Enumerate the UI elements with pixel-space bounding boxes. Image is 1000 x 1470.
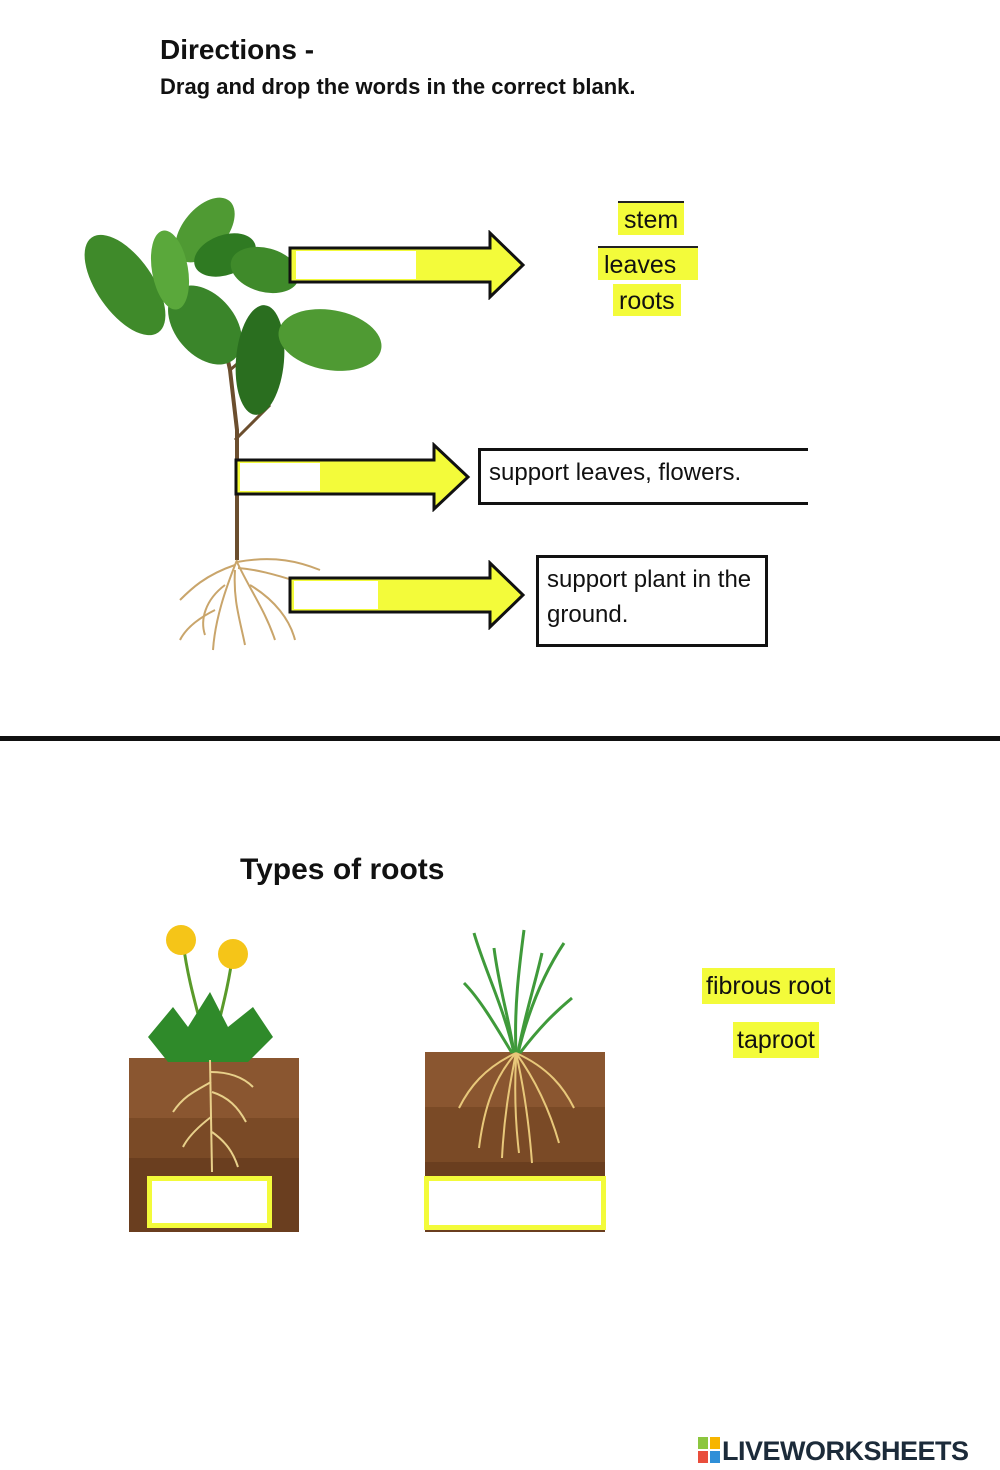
liveworksheets-logo-text: LIVEWORKSHEETS (722, 1436, 969, 1466)
word-fibrous-root[interactable]: fibrous root (702, 968, 836, 1004)
word-roots[interactable]: roots (613, 284, 681, 316)
roots-drop-zone[interactable] (294, 581, 378, 611)
taproot-drop-zone[interactable] (147, 1176, 272, 1228)
directions-title: Directions - (160, 34, 315, 65)
section-divider (0, 736, 1000, 741)
stem-description: support leaves, flowers. (478, 448, 808, 505)
leaves-drop-zone[interactable] (296, 251, 416, 281)
roots-arrow (288, 560, 526, 630)
fibrous-root-drop-zone[interactable] (424, 1176, 606, 1230)
word-stem[interactable]: stem (618, 201, 685, 235)
word-leaves[interactable]: leaves (598, 246, 699, 280)
liveworksheets-logo-icon (698, 1437, 720, 1463)
root-description: support plant in the ground. (536, 555, 768, 647)
leaves-arrow (288, 230, 526, 300)
stem-arrow (234, 442, 471, 512)
directions-subtitle: Drag and drop the words in the correct b… (160, 74, 636, 99)
plant-illustration (84, 197, 382, 651)
word-taproot[interactable]: taproot (733, 1022, 819, 1058)
stem-drop-zone[interactable] (240, 463, 320, 493)
types-of-roots-heading: Types of roots (240, 853, 445, 886)
